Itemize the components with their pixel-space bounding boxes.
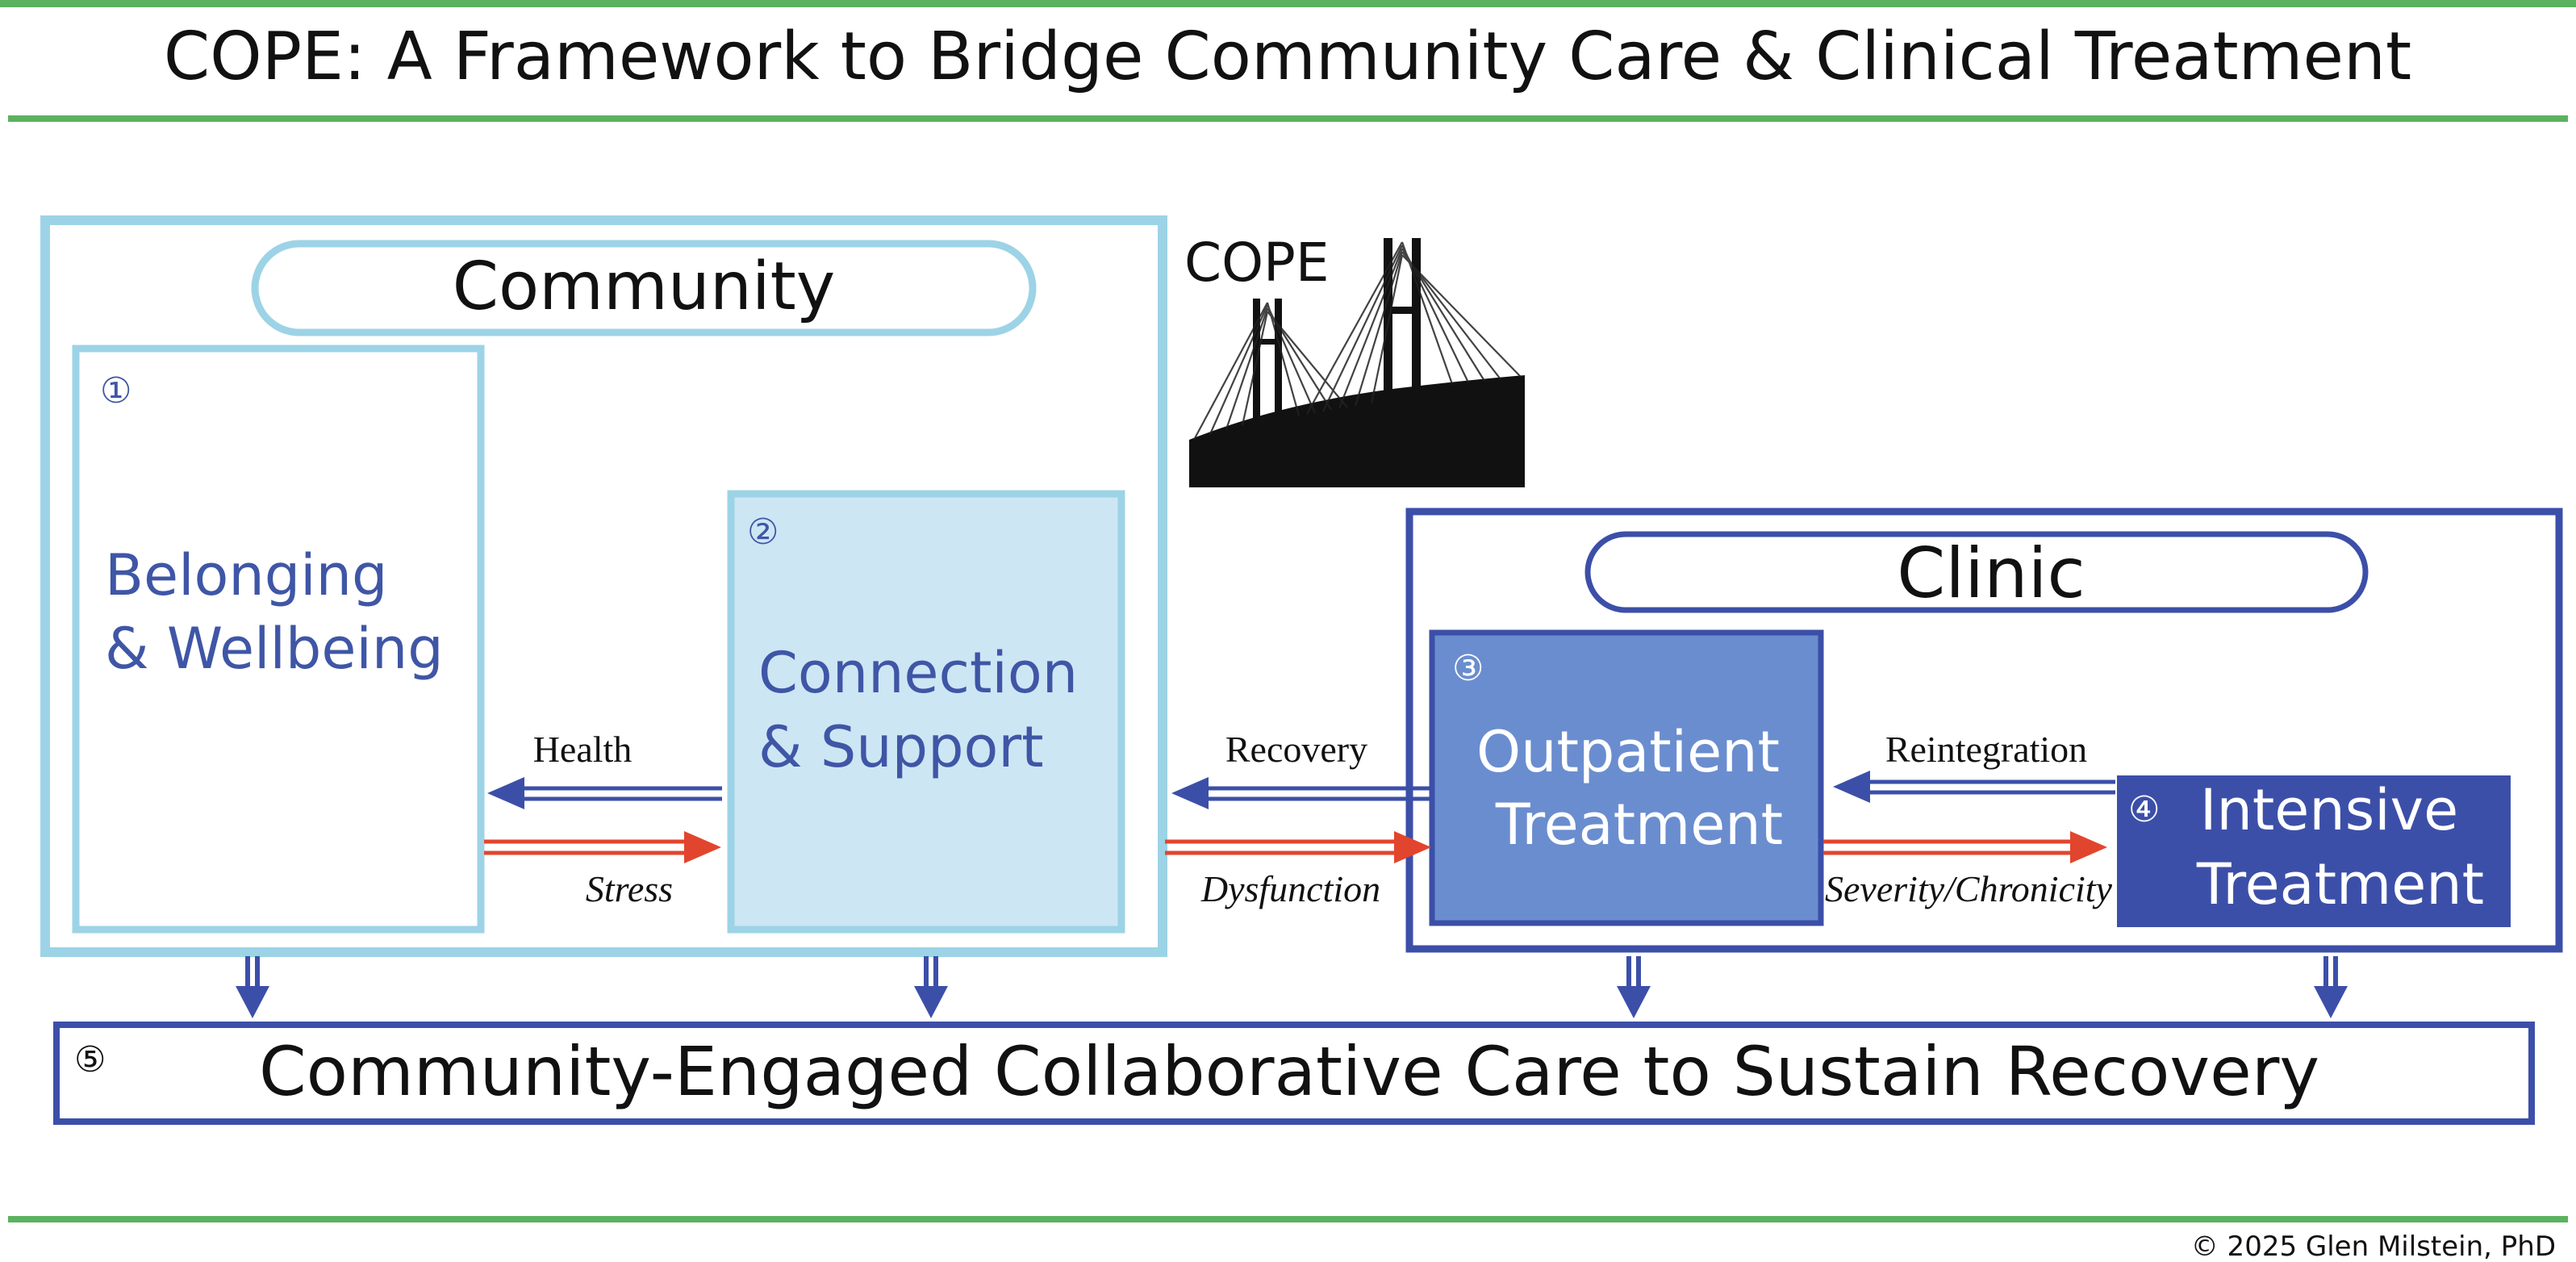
box4-line1: Intensive	[2200, 777, 2458, 843]
intensive-treatment-box	[2117, 775, 2511, 927]
box3-line2: Treatment	[1495, 792, 1783, 858]
copyright: © 2025 Glen Milstein, PhD	[2191, 1231, 2556, 1262]
recovery-arrow	[1171, 777, 1430, 809]
page-title: COPE: A Framework to Bridge Community Ca…	[164, 19, 2411, 95]
outpatient-treatment-box	[1429, 629, 1824, 926]
stress-label: Stress	[586, 868, 673, 909]
box3-line1: Outpatient	[1476, 719, 1780, 785]
horizontal-arrows: Health Stress Recovery Dysfunction R	[484, 729, 2115, 909]
box3-number: ③	[1452, 648, 1484, 689]
header-top-rule	[0, 0, 2576, 7]
severity-chronicity-arrow	[1823, 831, 2107, 863]
footer-rule	[8, 1216, 2568, 1222]
collaborative-care-section: ⑤ Community-Engaged Collaborative Care t…	[53, 1022, 2535, 1125]
down-arrow-1	[236, 956, 269, 1018]
stress-arrow	[484, 831, 721, 863]
box4-number: ④	[2128, 789, 2160, 830]
reintegration-label: Reintegration	[1885, 729, 2087, 770]
box2-line2: & Support	[758, 714, 1044, 780]
clinic-label: Clinic	[1897, 533, 2085, 614]
box4-line2: Treatment	[2196, 851, 2484, 917]
belonging-wellbeing-box	[72, 345, 485, 934]
clinic-frame	[1405, 508, 2563, 953]
down-arrow-3	[1617, 956, 1651, 1018]
header-bottom-rule	[8, 115, 2568, 122]
box1-number: ①	[100, 370, 132, 412]
bridge-icon	[1189, 238, 1525, 487]
down-arrow-4	[2314, 956, 2348, 1018]
down-arrow-2	[914, 956, 948, 1018]
community-section: Community ① Belonging & Wellbeing ② Conn…	[40, 215, 1167, 957]
severity-chronicity-label: Severity/Chronicity	[1825, 868, 2113, 909]
collaborative-care-box	[53, 1022, 2535, 1125]
bridge-group: COPE	[1184, 232, 1525, 487]
bridge-label: COPE	[1184, 232, 1330, 294]
down-arrows	[236, 956, 2348, 1018]
clinic-label-pill	[1584, 531, 2369, 613]
box2-line1: Connection	[758, 640, 1078, 706]
box1-line2: & Wellbeing	[105, 616, 444, 682]
dysfunction-label: Dysfunction	[1200, 868, 1380, 909]
box5-number: ⑤	[74, 1039, 106, 1080]
connection-support-box	[727, 490, 1125, 934]
health-arrow	[487, 777, 722, 809]
community-label: Community	[453, 249, 836, 325]
footer: © 2025 Glen Milstein, PhD	[8, 1216, 2568, 1262]
reintegration-arrow	[1833, 771, 2115, 803]
header: COPE: A Framework to Bridge Community Ca…	[0, 0, 2576, 122]
box2-number: ②	[747, 512, 779, 553]
clinic-section: Clinic ③ Outpatient Treatment ④ Intensiv…	[1405, 508, 2563, 953]
collaborative-care-label: Community-Engaged Collaborative Care to …	[259, 1032, 2319, 1111]
health-label: Health	[533, 729, 633, 770]
box1-line1: Belonging	[105, 542, 387, 608]
dysfunction-arrow	[1165, 831, 1431, 863]
recovery-label: Recovery	[1225, 729, 1367, 770]
community-label-pill	[251, 240, 1037, 336]
community-frame	[40, 215, 1167, 957]
